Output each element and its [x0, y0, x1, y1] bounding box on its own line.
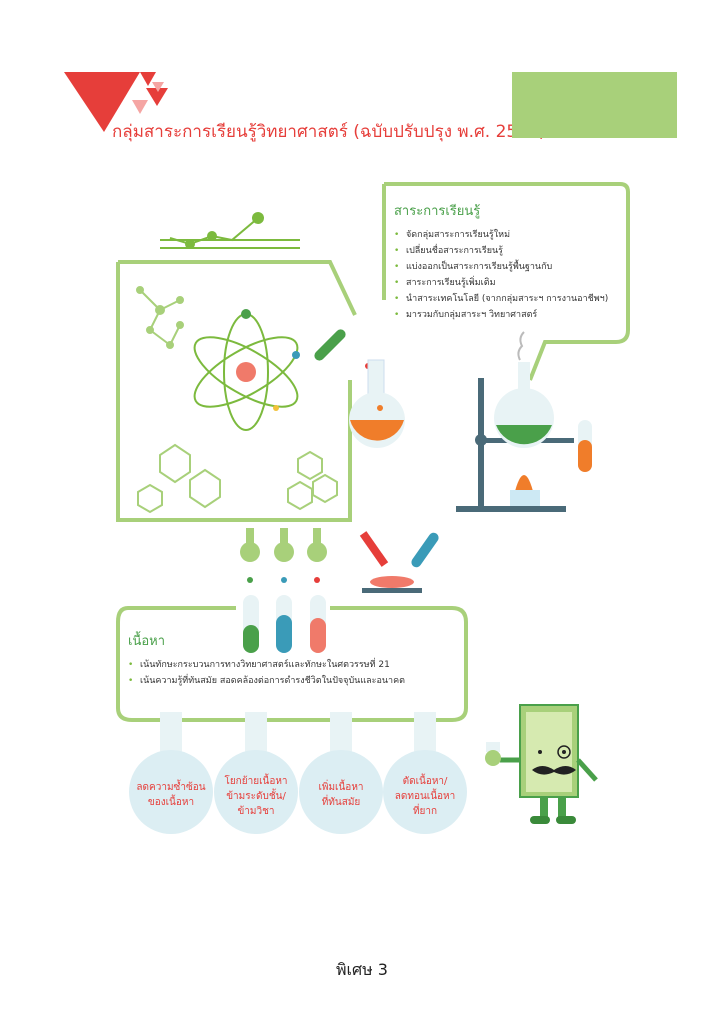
flask-label: ตัดเนื้อหา/ ลดทอนเนื้อหา ที่ยาก — [383, 774, 467, 819]
hexagon-molecule-icon — [137, 443, 338, 514]
strand-item-text: สาระการเรียนรู้เพิ่มเติม — [406, 278, 496, 288]
flask-label: โยกย้ายเนื้อหา ข้ามระดับชั้น/ ข้ามวิชา — [214, 774, 298, 819]
strand-heading: สาระการเรียนรู้ — [394, 204, 481, 219]
round-flask-orange-icon — [349, 359, 405, 448]
content-heading: เนื้อหา — [128, 634, 166, 649]
frame-top-line — [118, 260, 357, 316]
strand-item: นำสาระเทคโนโลยี (จากกลุ่มสาระฯ การงานอาช… — [394, 291, 626, 307]
page-number: พิเศษ 3 — [336, 960, 388, 979]
flask-label-line: โยกย้ายเนื้อหา — [224, 776, 288, 787]
flask-row — [129, 712, 467, 834]
strand-panel-frame — [384, 182, 630, 381]
strand-panel: สาระการเรียนรู้ จัดกลุ่มสาระการเรียนรู้ใ… — [394, 200, 626, 323]
flask-label-line: ของเนื้อหา — [147, 797, 195, 808]
content-item: เน้นความรู้ที่ทันสมัย สอดคล้องต่อการดำรง… — [128, 673, 462, 689]
strand-item-continued: มารวมกับกลุ่มสาระฯ วิทยาศาสตร์ — [394, 307, 626, 323]
molecule-network-icon — [136, 286, 184, 349]
lab-stand-icon — [456, 331, 574, 512]
flask-label-line: ข้ามวิชา — [237, 806, 275, 817]
strand-item: เปลี่ยนชื่อสาระการเรียนรู้ — [394, 243, 626, 259]
flask-label-line: ลดความซ้ำซ้อน — [136, 782, 206, 793]
line-graph-icon — [160, 212, 300, 249]
content-item: เน้นทักษะกระบวนการทางวิทยาศาสตร์และทักษะ… — [128, 657, 462, 673]
document-title: กลุ่มสาระการเรียนรู้วิทยาศาสตร์ (ฉบับปรั… — [112, 122, 546, 142]
strand-item-continued: สาระการเรียนรู้เพิ่มเติม — [394, 275, 626, 291]
flask-label-line: ข้ามระดับชั้น/ — [226, 791, 286, 802]
petri-dish-icon — [359, 531, 439, 593]
strand-item: จัดกลุ่มสาระการเรียนรู้ใหม่ — [394, 227, 626, 243]
test-tube-icon — [314, 329, 371, 369]
content-panel: เนื้อหา เน้นทักษะกระบวนการทางวิทยาศาสตร์… — [128, 630, 462, 689]
flask-label-line: ที่ยาก — [412, 806, 438, 817]
strand-item-text: มารวมกับกลุ่มสาระฯ วิทยาศาสตร์ — [406, 310, 538, 320]
header-green-box — [512, 72, 677, 138]
flask-label-line: เพิ่มเนื้อหา — [318, 782, 364, 793]
logo-triangles — [64, 72, 168, 132]
content-panel-frame — [116, 606, 468, 722]
flask-label-line: ที่ทันสมัย — [321, 797, 361, 808]
strand-item: แบ่งออกเป็นสาระการเรียนรู้พื้นฐานกับ — [394, 259, 626, 275]
flask-label-line: ลดทอนเนื้อหา — [394, 791, 456, 802]
flask-label: เพิ่มเนื้อหา ที่ทันสมัย — [299, 780, 383, 810]
content-list: เน้นทักษะกระบวนการทางวิทยาศาสตร์และทักษะ… — [128, 657, 462, 689]
strand-list: จัดกลุ่มสาระการเรียนรู้ใหม่ เปลี่ยนชื่อส… — [394, 227, 626, 323]
book-mascot-icon — [485, 704, 598, 824]
test-tubes-icon — [243, 595, 326, 653]
flask-label-line: ตัดเนื้อหา/ — [402, 776, 448, 787]
main-frame-line — [116, 262, 352, 522]
flask-label: ลดความซ้ำซ้อน ของเนื้อหา — [129, 780, 213, 810]
atom-icon — [193, 309, 300, 431]
droppers-icon — [240, 528, 327, 583]
